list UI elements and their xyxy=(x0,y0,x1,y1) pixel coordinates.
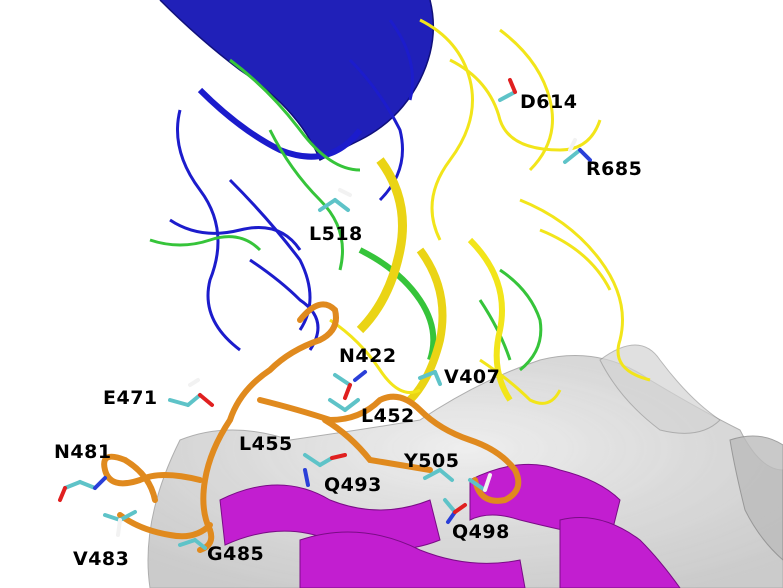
label-q493: Q493 xyxy=(324,474,382,496)
label-n481: N481 xyxy=(54,441,112,463)
label-r685: R685 xyxy=(586,158,643,180)
binding-loop xyxy=(101,301,522,553)
chain-yellow xyxy=(329,18,651,405)
label-d614: D614 xyxy=(520,91,578,113)
label-q498: Q498 xyxy=(452,521,510,543)
receptor-helices xyxy=(219,463,681,588)
label-e471: E471 xyxy=(103,387,158,409)
label-v407: V407 xyxy=(444,366,501,388)
label-v483: V483 xyxy=(73,548,130,570)
label-l455: L455 xyxy=(239,433,293,455)
label-l452: L452 xyxy=(361,405,415,427)
label-n422: N422 xyxy=(339,345,397,367)
label-l518: L518 xyxy=(309,223,363,245)
residue-sticks xyxy=(58,78,592,550)
label-y505: Y505 xyxy=(404,450,460,472)
label-g485: G485 xyxy=(207,543,265,565)
